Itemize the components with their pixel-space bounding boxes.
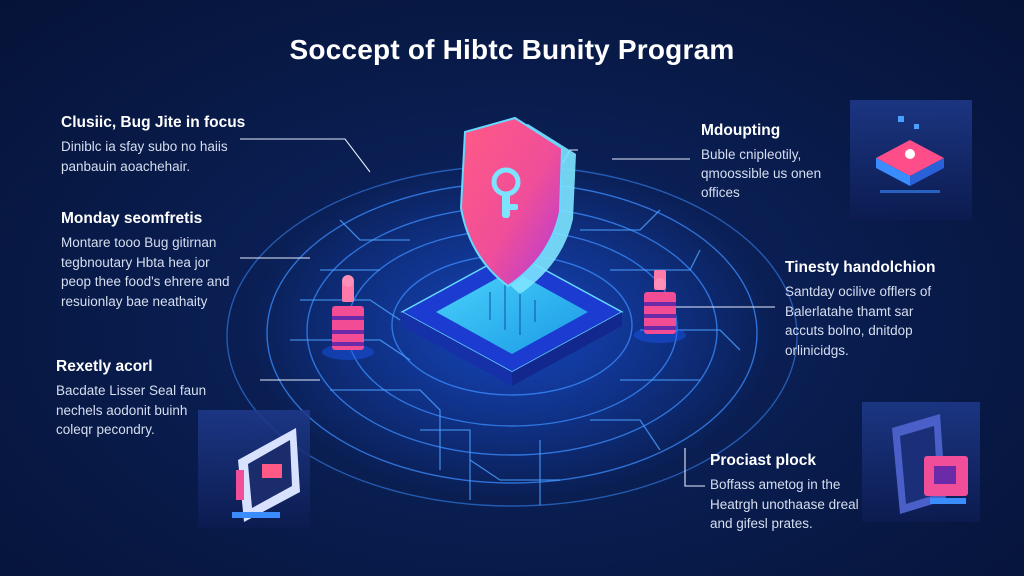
callout-text: Buble cnipleotily,: [701, 147, 802, 162]
server-node-icon: [322, 275, 374, 360]
callout-text: tegbnoutary Hbta hea jor: [61, 254, 210, 270]
callout-text: offices: [701, 185, 740, 200]
callout-heading: Prociast plock: [710, 452, 816, 469]
circuit-traces: [290, 209, 741, 505]
callout-left-1: Clusiic, Bug Jite in focus Diniblc ia sf…: [61, 114, 245, 176]
central-platform: [400, 251, 624, 386]
callout-left-2: Monday seomfretis Montare tooo Bug gitir…: [61, 210, 229, 311]
callout-text: orlinicidgs.: [785, 342, 849, 358]
callout-text: Diniblc ia sfay subo no haiis: [61, 139, 228, 154]
callout-text: qmoossible us onen: [701, 166, 822, 181]
callout-text: Heatrgh unothaase dreal: [710, 496, 859, 512]
callout-text: Boffass ametog in the: [710, 477, 841, 492]
callout-right-2: Tinesty handolchion Santday ocilive offl…: [785, 259, 935, 360]
callout-left-3: Rexetly acorl Bacdate Lisser Seal faun n…: [56, 358, 206, 440]
callout-heading: Tinesty handolchion: [785, 259, 936, 276]
callout-heading: Rexetly acorl: [56, 358, 153, 375]
callout-text: and gifesl prates.: [710, 516, 813, 531]
server-node-icon: [634, 270, 686, 343]
callout-text: nechels aodonit buinh: [56, 402, 188, 418]
monitor-icon: [198, 410, 310, 528]
lock-device-icon: [862, 402, 980, 522]
callout-text: coleqr pecondry.: [56, 422, 155, 437]
callout-heading: Mdoupting: [701, 122, 781, 139]
callout-text: Balerlatahe thamt sar: [785, 303, 914, 319]
callout-text: Montare tooo Bug gitirnan: [61, 235, 217, 250]
shield-icon: [459, 116, 576, 294]
page-title: Soccept of Hibtc Bunity Program: [289, 34, 735, 65]
callout-heading: Monday seomfretis: [61, 210, 203, 227]
callout-text: Santday ocilive offlers of: [785, 284, 932, 299]
callout-text: peop thee food's ehrere and: [61, 274, 230, 289]
callout-heading: Clusiic, Bug Jite in focus: [61, 114, 246, 131]
callout-text: resuionlay bae neathaity: [61, 293, 208, 309]
callout-text: panbauin aoachehair.: [61, 158, 191, 174]
callout-text: accuts bolno, dnitdop: [785, 323, 913, 338]
callout-text: Bacdate Lisser Seal faun: [56, 383, 207, 398]
lock-icon: [850, 100, 972, 220]
callout-right-3: Prociast plock Boffass ametog in the Hea…: [710, 452, 859, 534]
callout-right-1: Mdoupting Buble cnipleotily, qmoossible …: [701, 122, 821, 202]
